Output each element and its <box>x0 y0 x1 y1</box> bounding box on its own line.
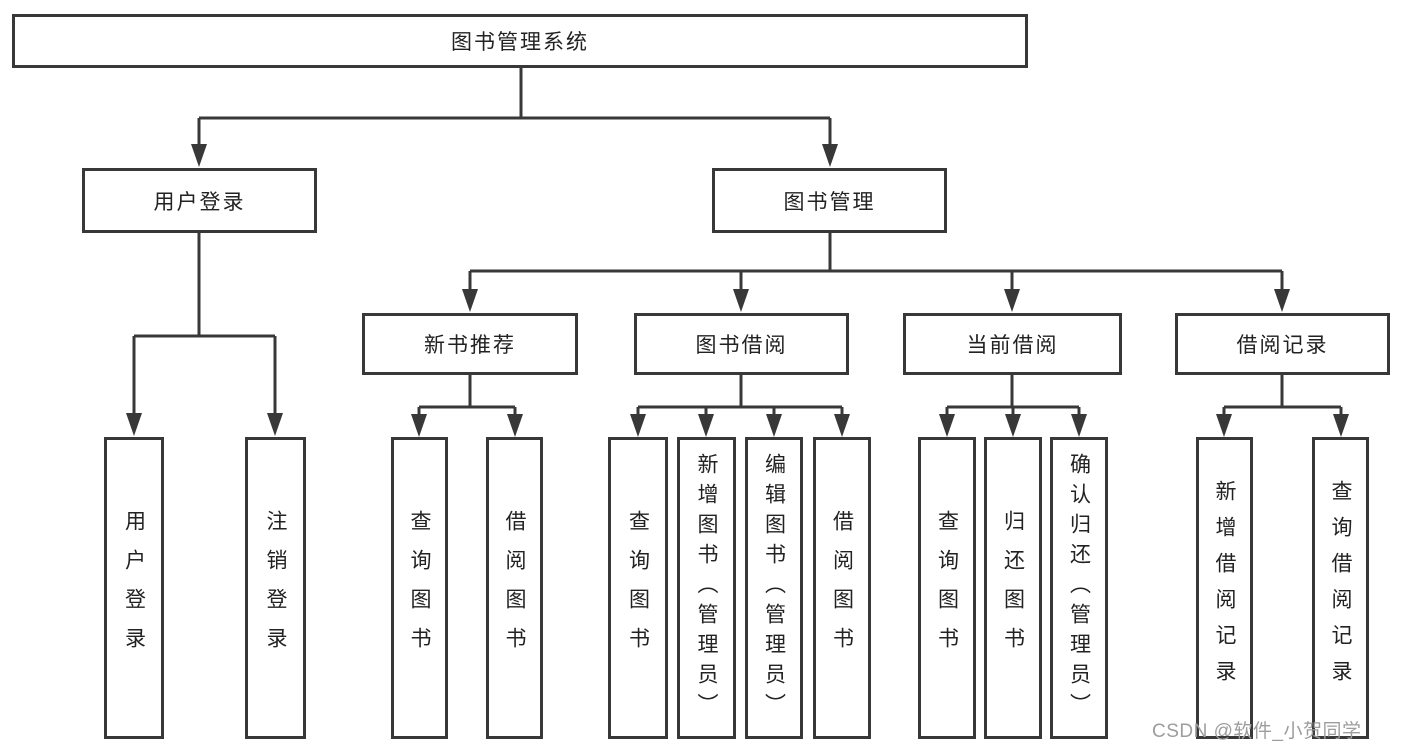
leaf-br-add-record: 新增借阅记录 <box>1196 437 1253 739</box>
node-label: 用户登录 <box>153 190 246 214</box>
leaf-logout: 注销登录 <box>245 437 306 739</box>
node-user-login: 用户登录 <box>82 168 317 233</box>
arrowhead-icons <box>126 144 1349 437</box>
node-label: 借阅记录 <box>1236 334 1329 357</box>
node-label: 查询借阅记录 <box>1329 480 1352 696</box>
leaf-bb-add-books-admin: 新增图书（管理员） <box>677 437 736 739</box>
watermark: CSDN @软件_小贺同学 <box>1152 721 1362 742</box>
node-root: 图书管理系统 <box>12 14 1028 68</box>
node-borrow-records: 借阅记录 <box>1175 313 1390 375</box>
node-new-book-rec: 新书推荐 <box>362 313 578 375</box>
node-label: 注销登录 <box>264 510 287 666</box>
node-label: 图书管理系统 <box>451 31 589 54</box>
node-label: 图书管理 <box>783 190 876 214</box>
leaf-user-login: 用户登录 <box>104 437 164 739</box>
node-label: 借阅图书 <box>503 510 526 666</box>
node-label: 新增借阅记录 <box>1213 480 1236 696</box>
node-label: 查询图书 <box>626 510 650 666</box>
node-book-borrow: 图书借阅 <box>634 313 849 375</box>
node-label: 当前借阅 <box>966 334 1059 357</box>
leaf-bb-query-books: 查询图书 <box>608 437 668 739</box>
node-label: 图书借阅 <box>695 334 788 357</box>
leaf-cb-return-books: 归还图书 <box>984 437 1042 739</box>
leaf-cb-confirm-return-admin: 确认归还（管理员） <box>1050 437 1108 739</box>
leaf-bb-edit-books-admin: 编辑图书（管理员） <box>745 437 803 739</box>
node-label: 编辑图书（管理员） <box>762 453 786 723</box>
node-label: 借阅图书 <box>830 510 854 666</box>
leaf-br-query-record: 查询借阅记录 <box>1312 437 1369 739</box>
node-label: 用户登录 <box>122 510 146 666</box>
node-label: 确认归还（管理员） <box>1067 453 1091 723</box>
node-label: 新书推荐 <box>424 334 516 357</box>
node-label: 查询图书 <box>408 510 431 666</box>
node-label: 查询图书 <box>935 510 959 666</box>
node-label: 新增图书（管理员） <box>695 453 718 723</box>
leaf-rec-borrow-books: 借阅图书 <box>486 437 543 739</box>
leaf-cb-query-books: 查询图书 <box>918 437 976 739</box>
leaf-rec-query-books: 查询图书 <box>391 437 448 739</box>
node-book-mgmt: 图书管理 <box>712 168 947 233</box>
node-current-borrow: 当前借阅 <box>903 313 1122 375</box>
node-label: 归还图书 <box>1001 510 1025 666</box>
leaf-bb-borrow-books: 借阅图书 <box>813 437 871 739</box>
